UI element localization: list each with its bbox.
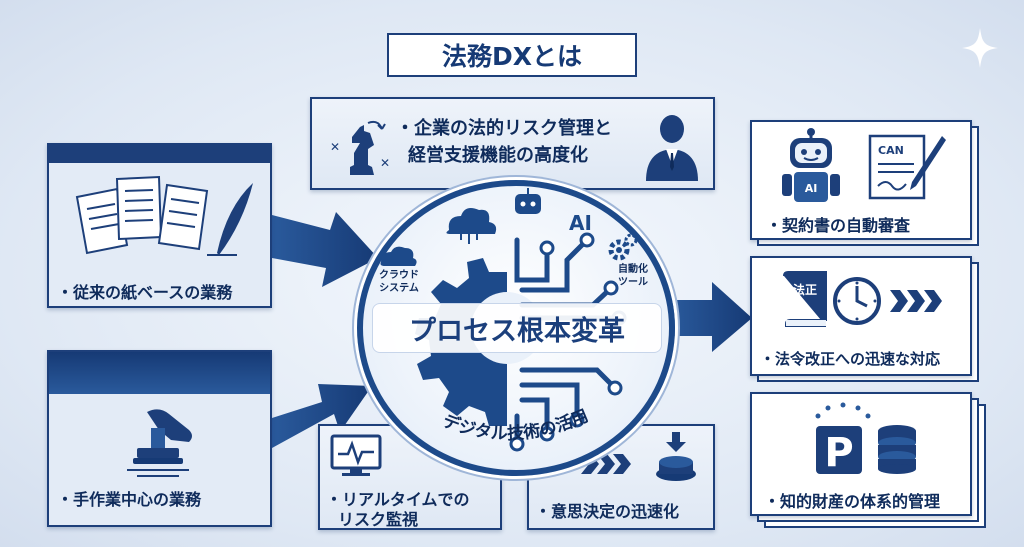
manual-work-label: ・手作業中心の業務 <box>57 490 202 509</box>
automation-label-line1: 自動化 <box>618 262 648 275</box>
right-card-contract-review: AI CAN ・契約書の自動審査 <box>750 120 972 240</box>
arrow-lower-left <box>272 384 372 448</box>
fast-forward-icon <box>890 290 942 312</box>
realtime-label-line1: ・リアルタイムでの <box>326 490 470 509</box>
law-book-text: 法正 <box>793 282 817 297</box>
bottom-card-quick-decision: ・意思決定の迅速化 <box>527 424 715 530</box>
automation-label-line2: ツール <box>618 276 648 288</box>
patent-stars-icon: P <box>815 402 871 476</box>
left-card-paper-based: ・従来の紙ベースの業務 <box>47 143 272 308</box>
database-icon <box>878 425 916 474</box>
svg-text:✕: ✕ <box>380 156 390 170</box>
top-card-line2: 経営支援機能の高度化 <box>408 145 588 166</box>
realtime-label-line2: リスク監視 <box>338 510 419 529</box>
card-header-band <box>49 145 270 163</box>
svg-text:デジタル技術の活用: デジタル技術の活用 <box>440 406 592 444</box>
paper-based-label: ・従来の紙ベースの業務 <box>57 283 233 302</box>
cloud-upload-icon <box>446 208 497 244</box>
cloud-icon <box>380 246 417 266</box>
cloud-label-line1: クラウド <box>379 269 419 281</box>
stamp-hand-icon <box>127 409 192 477</box>
cloud-label-line2: システム <box>379 282 419 294</box>
right-card-law-revision: 法正 ・法令改正への迅速な対応 <box>750 256 972 376</box>
left-card-manual-work: ・手作業中心の業務 <box>47 350 272 527</box>
monitor-pulse-icon <box>330 434 382 476</box>
fast-forward-icon <box>581 454 631 474</box>
patent-letter: P <box>824 430 853 476</box>
push-button-icon <box>656 432 696 481</box>
ai-text: AI <box>569 211 592 235</box>
page-title: 法務DXとは <box>387 33 637 77</box>
top-card-risk-management: ✕ ✕ ・企業の法的リスク管理と 経営支援機能の高度化 <box>310 97 715 190</box>
chess-knight-icon: ✕ ✕ <box>330 120 390 175</box>
contract-review-label: ・契約書の自動審査 <box>766 216 911 235</box>
ip-management-label: ・知的財産の体系的管理 <box>764 492 941 511</box>
businessman-icon <box>646 115 698 181</box>
paper-documents-icon <box>75 175 253 256</box>
arrow-upper-left <box>272 212 378 287</box>
small-gear-icon <box>608 233 638 261</box>
right-card-ip-management: P ・知的財産の体系的管理 <box>750 392 972 516</box>
clock-icon <box>833 277 881 325</box>
card-header-band <box>49 352 270 394</box>
digital-tech-label: デジタル技術の活用 <box>440 406 592 444</box>
svg-text:✕: ✕ <box>330 140 340 154</box>
law-revision-label: ・法令改正への迅速な対応 <box>760 350 941 368</box>
contract-doc-text: CAN <box>878 144 904 157</box>
robot-head-icon <box>515 188 541 214</box>
process-transformation-banner: プロセス根本変革 <box>372 303 662 353</box>
arrow-right <box>670 282 752 352</box>
law-book-icon: 法正 <box>783 271 827 327</box>
quick-decision-label: ・意思決定の迅速化 <box>535 502 680 521</box>
contract-pen-icon: CAN <box>868 134 946 200</box>
robot-badge-text: AI <box>805 182 818 195</box>
robot-icon: AI <box>782 128 840 202</box>
sparkle-icon <box>962 28 998 68</box>
top-card-line1: ・企業の法的リスク管理と <box>396 118 612 139</box>
